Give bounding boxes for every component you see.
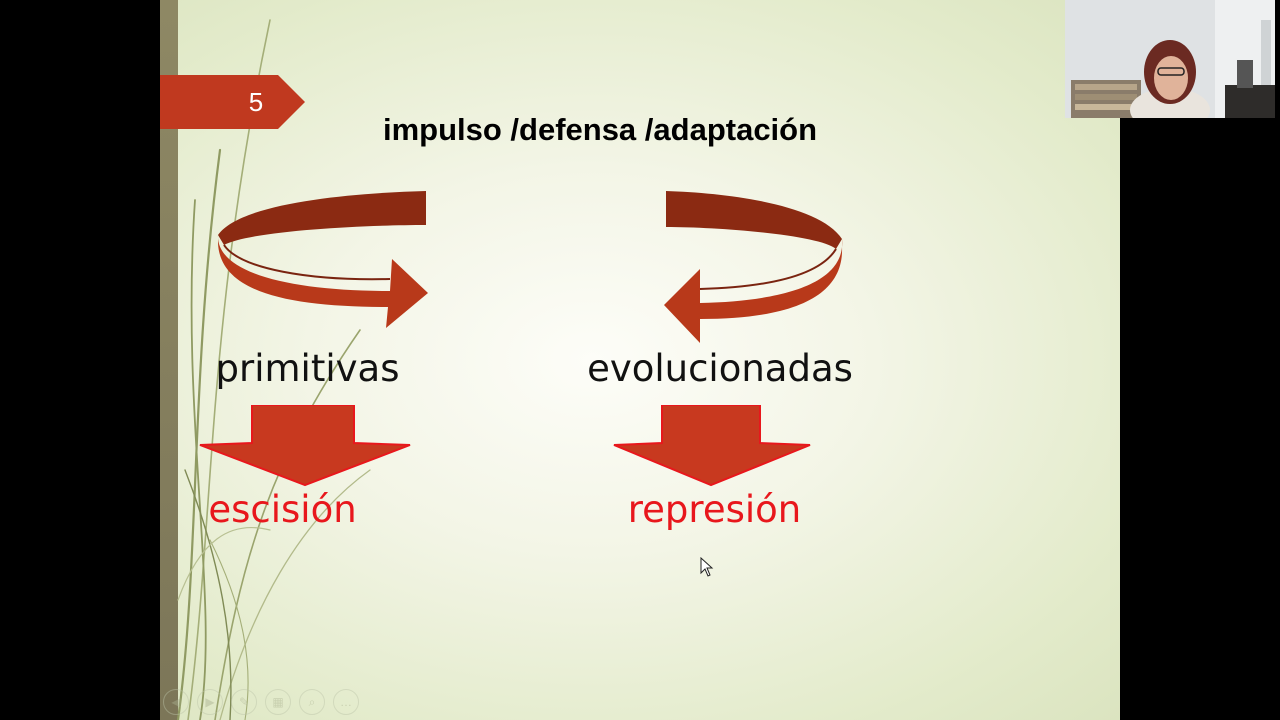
right-circular-arrow bbox=[664, 191, 843, 343]
label-represion: represión bbox=[627, 488, 802, 531]
webcam-video bbox=[1065, 0, 1275, 118]
mouse-cursor-icon bbox=[700, 557, 714, 577]
presentation-slide: 5 impulso /defensa /adaptación primitiva… bbox=[160, 0, 1120, 720]
slides-grid-icon: ▦ bbox=[272, 695, 284, 709]
next-icon: ▶ bbox=[205, 695, 215, 709]
label-evolucionadas: evolucionadas bbox=[587, 347, 853, 390]
right-down-arrow bbox=[613, 405, 811, 487]
left-circular-arrow bbox=[217, 191, 428, 328]
slide-number: 5 bbox=[248, 87, 264, 117]
slideshow-toolbar: ◀ ▶ ✎ ▦ ⌕ … bbox=[163, 689, 359, 715]
more-options-button[interactable]: … bbox=[333, 689, 359, 715]
previous-icon: ◀ bbox=[171, 695, 181, 709]
pen-button[interactable]: ✎ bbox=[231, 689, 257, 715]
label-escision: escisión bbox=[208, 488, 357, 531]
zoom-button[interactable]: ⌕ bbox=[299, 689, 325, 715]
next-slide-button[interactable]: ▶ bbox=[197, 689, 223, 715]
zoom-icon: ⌕ bbox=[308, 694, 316, 709]
grass-decoration bbox=[176, 19, 371, 720]
pen-icon: ✎ bbox=[238, 695, 250, 709]
slide-title: impulso /defensa /adaptación bbox=[382, 112, 818, 147]
slide-number-banner bbox=[160, 75, 305, 129]
previous-slide-button[interactable]: ◀ bbox=[163, 689, 189, 715]
see-all-slides-button[interactable]: ▦ bbox=[265, 689, 291, 715]
slide-left-strip bbox=[160, 0, 178, 720]
presenter-video-image bbox=[1065, 0, 1275, 118]
more-icon: … bbox=[340, 695, 352, 709]
left-down-arrow bbox=[199, 405, 411, 487]
label-primitivas: primitivas bbox=[215, 347, 400, 390]
